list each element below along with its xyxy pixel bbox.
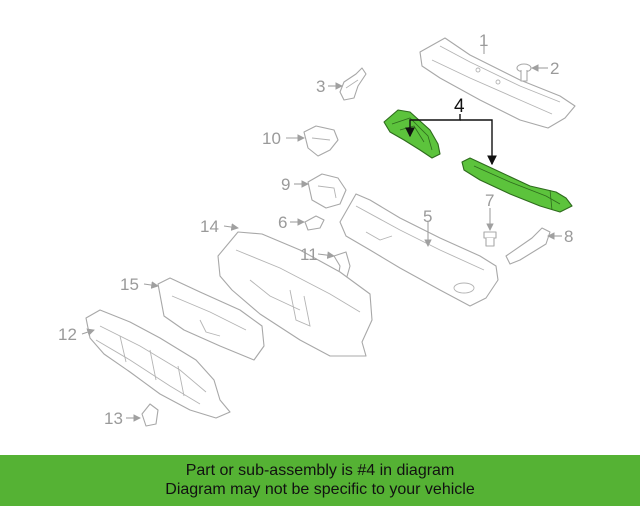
parts-diagram: 1 2 3 4 5 6 7 8 9 10 11 12 13 14 15 — [58, 31, 576, 428]
callout-3[interactable]: 3 — [316, 77, 325, 96]
part-8-bracket — [505, 227, 551, 265]
callout-14[interactable]: 14 — [200, 217, 219, 236]
callout-5[interactable]: 5 — [423, 207, 432, 226]
callout-10[interactable]: 10 — [262, 129, 281, 148]
part-4-seal-right — [461, 157, 573, 213]
callout-9[interactable]: 9 — [281, 175, 290, 194]
callout-13[interactable]: 13 — [104, 409, 123, 428]
leader-part-4 — [405, 114, 497, 166]
callout-6[interactable]: 6 — [278, 213, 287, 232]
part-2-push-pin — [516, 63, 532, 82]
part-15-insulator — [157, 277, 265, 361]
part-12-frame — [85, 309, 231, 419]
part-7-bolt — [483, 231, 497, 247]
callout-2[interactable]: 2 — [550, 59, 559, 78]
callout-1[interactable]: 1 — [479, 31, 488, 50]
callout-4[interactable]: 4 — [454, 96, 465, 117]
part-3-bracket — [339, 67, 367, 101]
part-14-dash-panel — [217, 231, 373, 357]
banner-line-2: Diagram may not be specific to your vehi… — [165, 481, 475, 498]
callout-12[interactable]: 12 — [58, 325, 77, 344]
part-9-bracket — [307, 173, 347, 209]
part-6-clip — [304, 215, 325, 231]
part-10-bracket — [303, 125, 339, 157]
info-banner: Part or sub-assembly is #4 in diagram Di… — [0, 455, 640, 506]
callout-7[interactable]: 7 — [485, 191, 494, 210]
banner-line-1: Part or sub-assembly is #4 in diagram — [185, 462, 455, 479]
callout-11[interactable]: 11 — [300, 245, 318, 264]
leader-lines — [81, 44, 562, 422]
part-5-cowl-panel — [339, 193, 499, 307]
part-1-cowl-panel — [419, 37, 576, 129]
part-4-seal-left — [383, 109, 441, 159]
callout-15[interactable]: 15 — [120, 275, 139, 294]
callout-8[interactable]: 8 — [564, 227, 573, 246]
part-13-clip — [141, 403, 159, 427]
